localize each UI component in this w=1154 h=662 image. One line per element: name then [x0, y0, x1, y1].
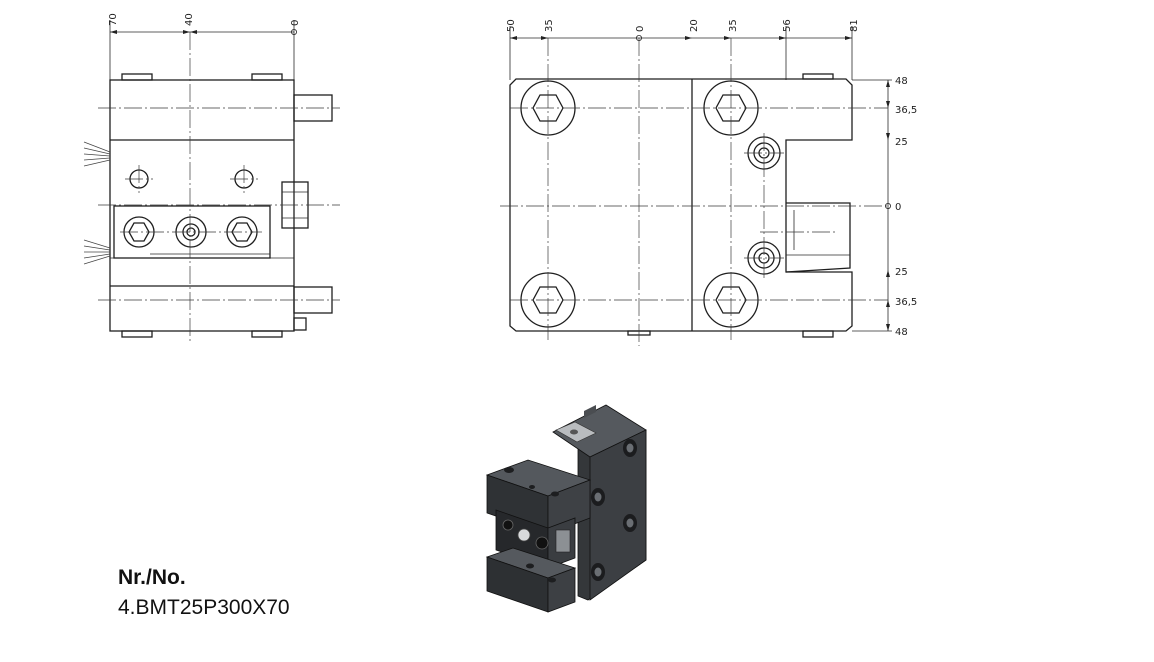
front-dim-35a: 35: [544, 19, 555, 32]
front-dim-81: 81: [849, 19, 860, 32]
front-dim-56: 56: [782, 19, 793, 32]
front-dim-20: 20: [689, 19, 700, 32]
side-dim-40: 40: [184, 13, 195, 26]
iso-flange-side: [589, 429, 647, 601]
front-dim-50: 50: [506, 19, 517, 32]
front-dim-r48a: 48: [895, 76, 908, 87]
front-dim-r365a: 36,5: [895, 105, 917, 116]
side-view: 70 40 0: [83, 13, 340, 342]
side-dim-0: 0: [290, 20, 301, 26]
front-dim-r0: 0: [895, 202, 901, 213]
front-dim-r365b: 36,5: [895, 297, 917, 308]
front-view: 50 35 0 20 35 56 81 48 36,5 25 0 25 36,5…: [500, 19, 917, 346]
front-dim-35b: 35: [728, 19, 739, 32]
front-dim-r48b: 48: [895, 327, 908, 338]
part-number-label: Nr./No.: [118, 566, 186, 589]
side-dim-70: 70: [108, 13, 119, 26]
front-dim-r25b: 25: [895, 267, 908, 278]
front-dim-r25a: 25: [895, 137, 908, 148]
iso-view: [485, 404, 647, 613]
part-number: 4.BMT25P300X70: [118, 596, 290, 619]
front-dim-0: 0: [635, 26, 646, 32]
